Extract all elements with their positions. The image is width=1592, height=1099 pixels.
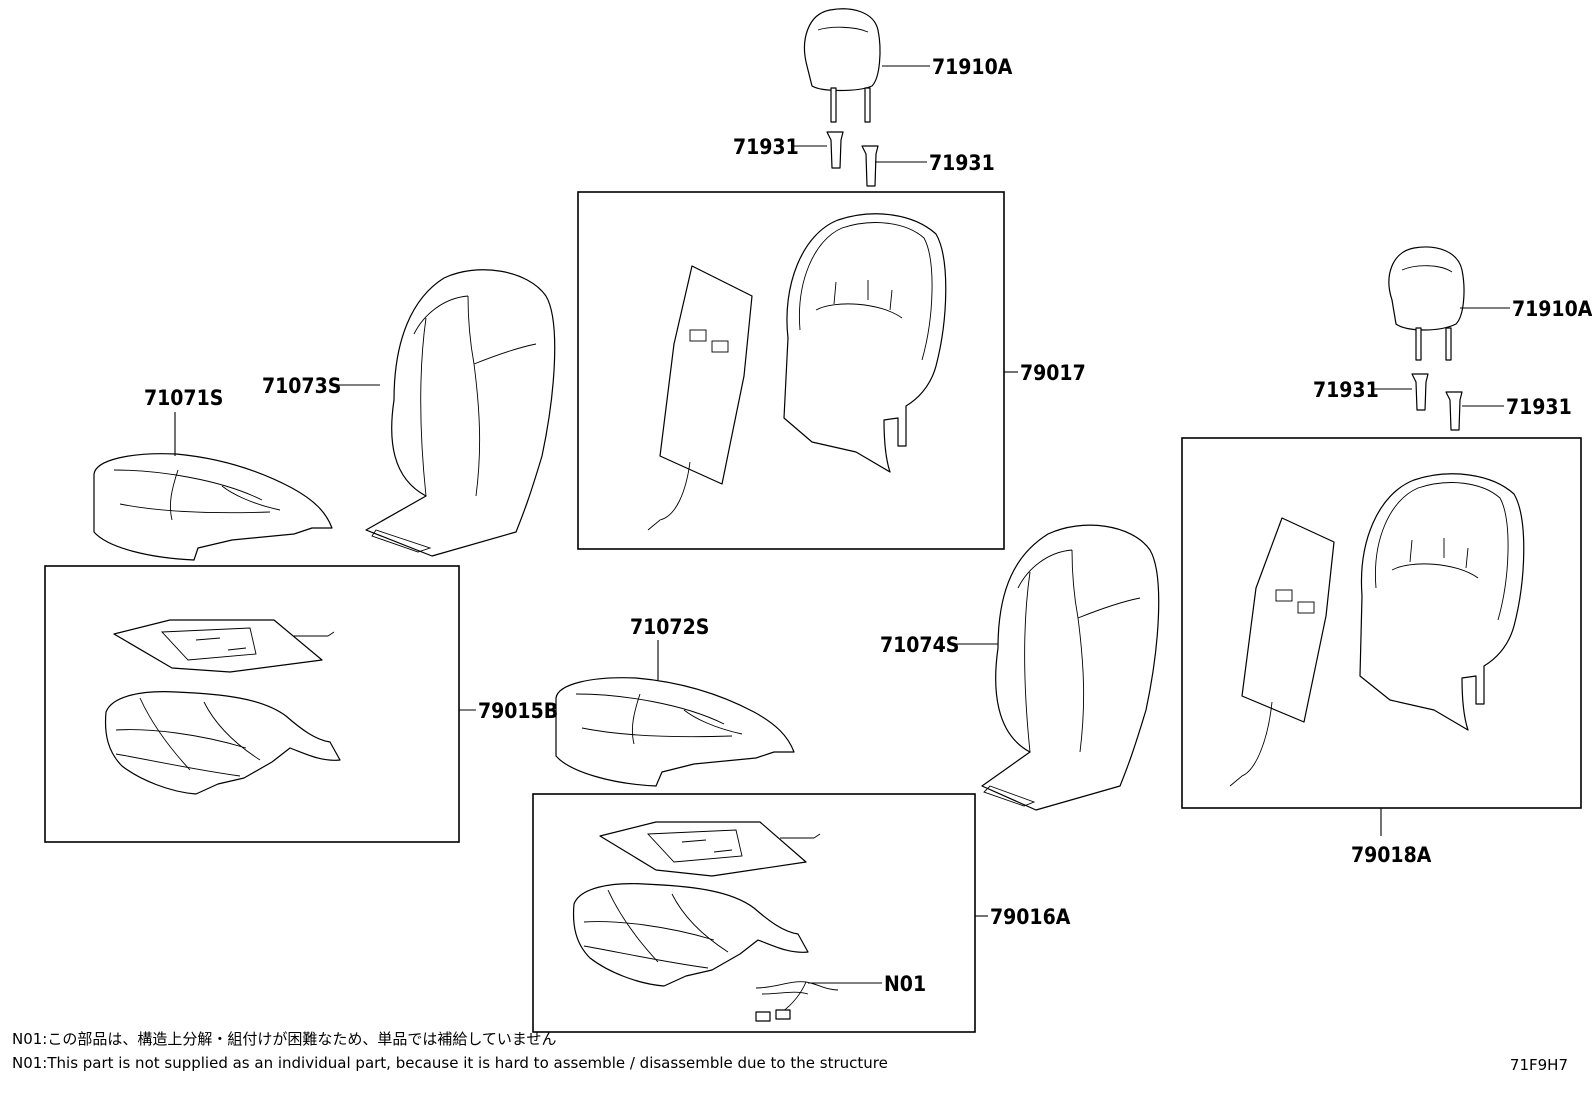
seat-cushion-cover-illustration (555, 677, 795, 787)
seat-back-cover-illustration (365, 269, 556, 557)
label-71931: 71931 (1506, 395, 1572, 419)
label-79018a: 79018A (1351, 843, 1432, 867)
label-71910a: 71910A (1512, 297, 1592, 321)
seat-cushion-pad-illustration (572, 821, 821, 987)
label-79015b: 79015B (478, 699, 558, 723)
label-71931: 71931 (1313, 378, 1379, 402)
note-english: N01:This part is not supplied as an indi… (12, 1054, 888, 1072)
seat-back-pad-illustration (647, 213, 947, 531)
leader-lines (174, 65, 1510, 984)
headrest-illustration (1388, 246, 1465, 361)
drawing-code: 71F9H7 (1509, 1056, 1568, 1074)
label-71910a: 71910A (932, 55, 1013, 79)
seat-back-cover-illustration (981, 524, 1160, 811)
wire-harness-illustration (755, 981, 839, 1022)
label-79016a: 79016A (990, 905, 1071, 929)
seat-cushion-pad-illustration (104, 619, 341, 795)
label-71931: 71931 (929, 151, 995, 175)
label-71074s: 71074S (880, 633, 959, 657)
label-71931: 71931 (733, 135, 799, 159)
box-79017 (577, 191, 1005, 550)
headrest-illustration (803, 8, 881, 123)
box-79016A (532, 793, 976, 1033)
headrest-support-illustration (826, 131, 879, 187)
headrest-support-illustration (1411, 373, 1463, 431)
label-79017: 79017 (1020, 361, 1086, 385)
box-79015B (44, 565, 460, 843)
label-n01: N01 (884, 972, 926, 996)
label-71071s: 71071S (144, 386, 223, 410)
label-71072s: 71072S (630, 615, 709, 639)
seat-back-pad-illustration (1229, 473, 1525, 787)
label-71073s: 71073S (262, 374, 341, 398)
seat-cushion-cover-illustration (93, 453, 333, 561)
note-japanese: N01:この部品は、構造上分解・組付けが困難なため、単品では補給していません (12, 1030, 557, 1048)
